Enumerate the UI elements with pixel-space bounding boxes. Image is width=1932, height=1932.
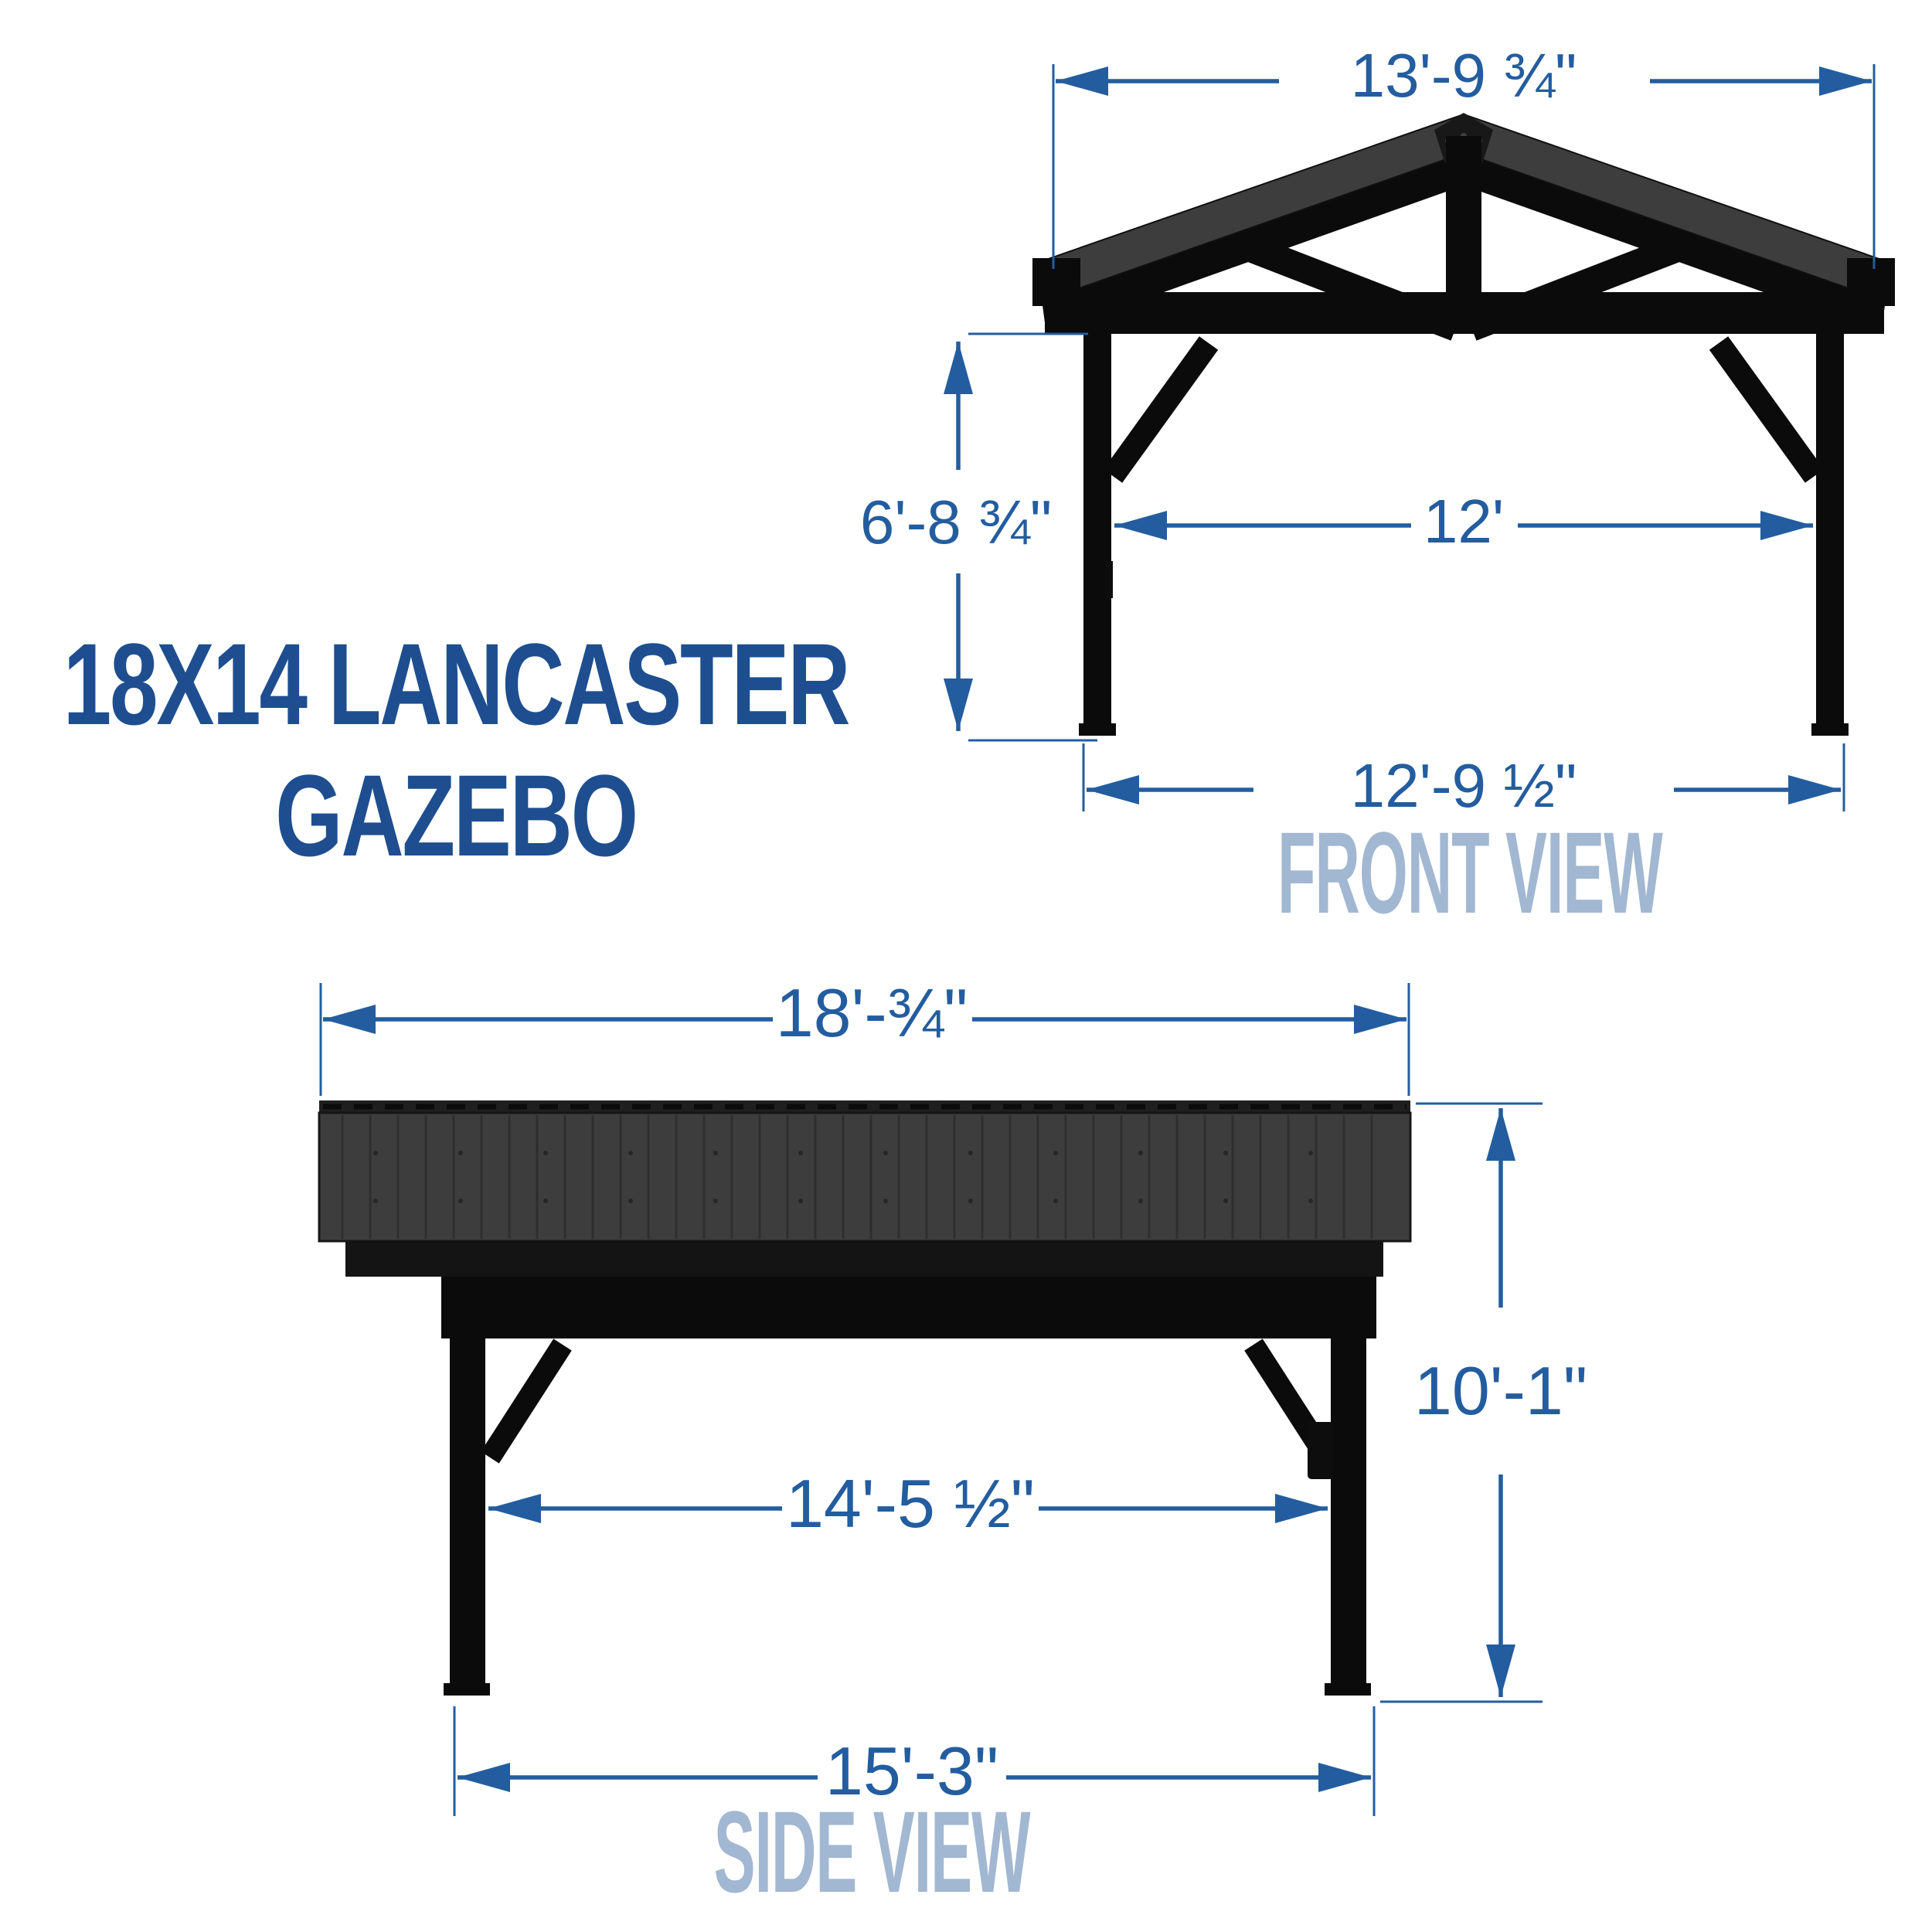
dim-side-roof-length: 18'-¾" — [319, 975, 1410, 1096]
arrow-left-icon — [1087, 775, 1139, 804]
arrow-left-icon — [323, 1005, 376, 1034]
roof-screw-icon — [883, 1151, 888, 1155]
arrow-right-icon — [1275, 1494, 1328, 1523]
roof-screw-icon — [713, 1151, 718, 1155]
roof-screw-icon — [1223, 1199, 1228, 1203]
roof-screw-icon — [373, 1199, 378, 1203]
roof-screw-icon — [798, 1199, 803, 1203]
front-post-base-left — [1079, 723, 1116, 736]
front-post-right — [1816, 334, 1844, 734]
arrow-down-icon — [1486, 1645, 1515, 1697]
side-post-right — [1331, 1338, 1366, 1691]
arrow-down-icon — [944, 679, 973, 731]
truss-strut-right — [1466, 233, 1689, 341]
side-post-base-left — [444, 1683, 490, 1696]
front-post-left — [1083, 334, 1111, 734]
roof-screw-icon — [1223, 1151, 1228, 1155]
dim-front-roof-width: 13'-9 ¾" — [1052, 41, 1876, 269]
dim-label-front-base-width: 12'-9 ½" — [1351, 751, 1577, 820]
roof-screw-icon — [1308, 1199, 1313, 1203]
dim-label-front-roof-width: 13'-9 ¾" — [1351, 41, 1577, 110]
arrow-right-icon — [1788, 775, 1841, 804]
roof-screw-icon — [798, 1151, 803, 1155]
arrow-right-icon — [1819, 66, 1872, 96]
side-view-dimensions: 18'-¾" 10'-1" 14'-5 ½" — [319, 975, 1587, 1816]
dim-side-post-spacing: 14'-5 ½" — [488, 1465, 1328, 1542]
roof-screw-icon — [628, 1199, 633, 1203]
roof-screw-icon — [543, 1151, 548, 1155]
roof-screw-icon — [883, 1199, 888, 1203]
roof-screw-icon — [628, 1151, 633, 1155]
side-roof-panel — [318, 1111, 1412, 1243]
arrow-left-icon — [457, 1763, 510, 1792]
dim-label-front-height: 6'-8 ¾" — [860, 488, 1052, 556]
roof-screw-icon — [968, 1199, 973, 1203]
truss-strut-left — [1239, 233, 1461, 341]
front-knee-brace-left — [1103, 336, 1219, 483]
dim-front-base-width: 12'-9 ½" — [1082, 743, 1845, 820]
arrow-left-icon — [488, 1494, 541, 1523]
front-view-label: FRONT VIEW — [1277, 808, 1663, 937]
dim-front-post-spacing: 12' — [1114, 487, 1813, 556]
side-eave-fascia — [345, 1241, 1383, 1277]
dim-front-height: 6'-8 ¾" — [860, 332, 1097, 742]
dim-side-base-length: 15'-3" — [453, 1706, 1376, 1816]
page-title-line1: 18X14 LANCASTER — [63, 619, 851, 749]
side-view-drawing — [318, 1100, 1412, 1696]
page-title: 18X14 LANCASTER GAZEBO — [52, 618, 861, 881]
roof-screw-icon — [1053, 1199, 1058, 1203]
roof-screw-icon — [968, 1151, 973, 1155]
roof-screw-icon — [1053, 1151, 1058, 1155]
roof-screw-icon — [458, 1199, 463, 1203]
dim-side-height: 10'-1" — [1380, 1102, 1587, 1703]
front-post-base-right — [1811, 723, 1849, 736]
side-post-left — [450, 1338, 485, 1691]
roof-screw-icon — [458, 1151, 463, 1155]
king-post — [1446, 136, 1481, 334]
arrow-right-icon — [1760, 511, 1813, 540]
arrow-left-icon — [1114, 511, 1167, 540]
side-view-label: SIDE VIEW — [713, 1787, 1031, 1917]
dim-label-front-post-spacing: 12' — [1423, 487, 1504, 556]
outlet-box-side — [1308, 1422, 1334, 1479]
front-view-drawing — [1032, 113, 1895, 736]
dim-label-side-base-length: 15'-3" — [825, 1733, 998, 1809]
arrow-up-icon — [1486, 1108, 1515, 1161]
front-knee-brace-right — [1709, 336, 1825, 483]
arrow-right-icon — [1354, 1005, 1406, 1034]
side-post-base-right — [1325, 1683, 1371, 1696]
roof-screw-icon — [1138, 1151, 1143, 1155]
arrow-right-icon — [1318, 1763, 1371, 1792]
dim-label-side-height: 10'-1" — [1414, 1352, 1587, 1429]
roof-screw-icon — [1308, 1151, 1313, 1155]
roof-screw-icon — [373, 1151, 378, 1155]
roof-screw-icon — [713, 1199, 718, 1203]
roof-screw-icon — [543, 1199, 548, 1203]
side-knee-brace-left — [481, 1338, 572, 1464]
dim-label-side-roof-length: 18'-¾" — [776, 975, 968, 1051]
outlet-box-front — [1105, 561, 1113, 598]
front-view-dimensions: 13'-9 ¾" 6'-8 ¾" 12' — [860, 41, 1876, 820]
page-title-line2: GAZEBO — [275, 750, 638, 880]
side-roof-screws — [373, 1151, 1313, 1203]
dim-label-side-post-spacing: 14'-5 ½" — [786, 1465, 1035, 1542]
side-roof-ribs — [341, 1115, 1373, 1239]
roof-screw-icon — [1138, 1199, 1143, 1203]
arrow-up-icon — [944, 342, 973, 394]
side-header-beam — [441, 1277, 1376, 1338]
arrow-left-icon — [1056, 66, 1108, 96]
